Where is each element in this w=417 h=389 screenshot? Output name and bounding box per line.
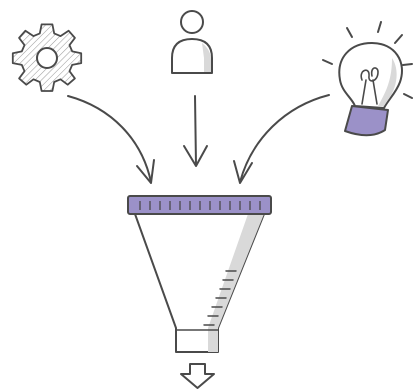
arrow-lightbulb-to-funnel xyxy=(234,95,329,183)
arrow-down-icon xyxy=(181,364,214,388)
gear-icon xyxy=(13,24,81,91)
funnel-icon xyxy=(128,196,271,352)
arrow-person-to-funnel xyxy=(184,96,207,166)
arrow-gear-to-funnel xyxy=(68,96,154,183)
lightbulb-icon xyxy=(323,22,412,135)
person-icon xyxy=(172,11,212,73)
